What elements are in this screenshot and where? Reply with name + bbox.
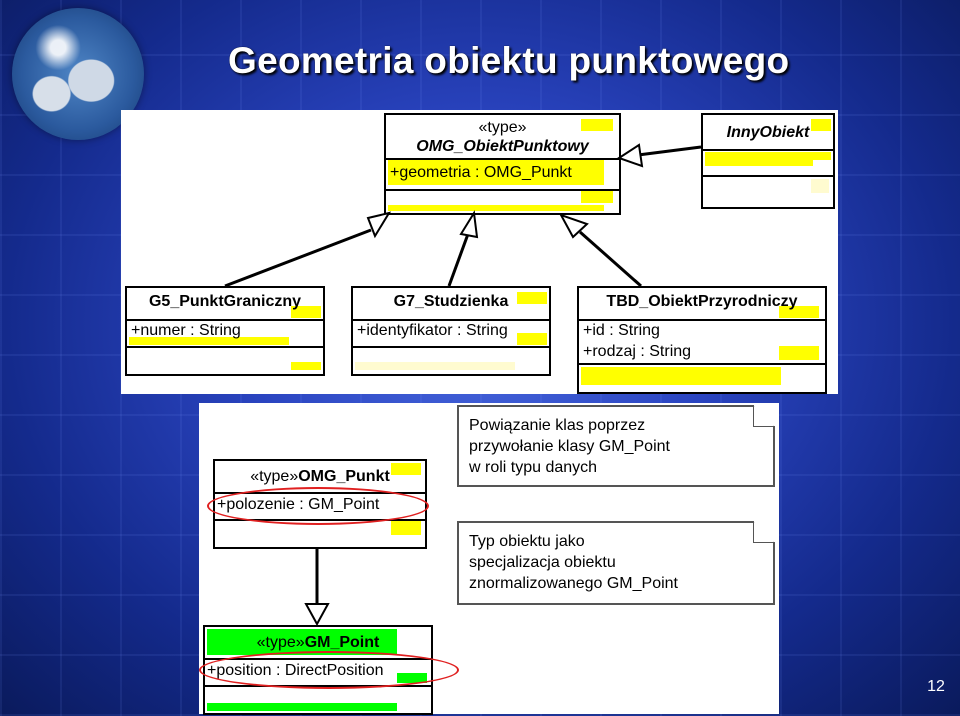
- class-omg-obiekt-punktowy: «type» OMG_ObiektPunktowy +geometria : O…: [384, 113, 621, 215]
- note-fold-icon-2: [753, 521, 775, 543]
- inny-obiekt-name: InnyObiekt: [726, 124, 810, 141]
- gm-point-stereotype: «type»: [256, 634, 305, 651]
- note2-line2: specjalizacja obiektu: [469, 554, 616, 571]
- upper-diagram-panel: «type» OMG_ObiektPunktowy +geometria : O…: [121, 110, 838, 394]
- class-inny-obiekt: InnyObiekt: [701, 113, 835, 209]
- note-association: Powiązanie klas poprzez przywołanie klas…: [457, 405, 775, 487]
- generalization-arrows: [224, 143, 702, 288]
- g7-name: G7_Studzienka: [393, 293, 509, 310]
- omg-punkt-name: OMG_Punkt: [298, 468, 390, 485]
- omg-punkt-stereotype: «type»: [250, 468, 299, 485]
- omg-punkt-title: «type»OMG_Punkt: [215, 468, 425, 486]
- gm-point-name: GM_Point: [304, 634, 380, 651]
- note2-line1: Typ obiektu jako: [469, 533, 585, 550]
- tbd-attribute-id: +id : String: [583, 322, 660, 339]
- gm-point-title: «type»GM_Point: [205, 634, 431, 652]
- tbd-name: TBD_ObiektPrzyrodniczy: [606, 293, 798, 310]
- note2-line3: znormalizowanego GM_Point: [469, 575, 678, 592]
- g5-attribute: +numer : String: [131, 322, 241, 339]
- note-specialization: Typ obiektu jako specjalizacja obiektu z…: [457, 521, 775, 605]
- g7-attribute: +identyfikator : String: [357, 322, 508, 339]
- class-g5-punkt-graniczny: G5_PunktGraniczny +numer : String: [125, 286, 325, 376]
- highlight-ellipse-position: [199, 651, 459, 689]
- g5-name: G5_PunktGraniczny: [148, 293, 302, 310]
- tbd-attribute-rodzaj: +rodzaj : String: [583, 343, 692, 360]
- generalization-arrow-lower: [304, 547, 330, 627]
- lower-diagram-panel: «type»OMG_Punkt +polozenie : GM_Point «t…: [199, 403, 779, 715]
- omg-obiekt-stereotype: «type»: [478, 119, 527, 136]
- note1-line2: przywołanie klasy GM_Point: [469, 438, 670, 455]
- omg-obiekt-name: OMG_ObiektPunktowy: [416, 138, 589, 155]
- note1-line3: w roli typu danych: [469, 459, 598, 476]
- class-tbd-obiekt-przyrodniczy: TBD_ObiektPrzyrodniczy +id : String +rod…: [577, 286, 827, 394]
- note-fold-icon: [753, 405, 775, 427]
- note1-line1: Powiązanie klas poprzez: [469, 417, 646, 434]
- slide-title: Geometria obiektu punktowego: [228, 40, 790, 81]
- highlight-ellipse-polozenie: [207, 487, 429, 525]
- page-number: 12: [927, 678, 945, 695]
- omg-obiekt-attribute: +geometria : OMG_Punkt: [390, 164, 572, 181]
- class-g7-studzienka: G7_Studzienka +identyfikator : String: [351, 286, 551, 376]
